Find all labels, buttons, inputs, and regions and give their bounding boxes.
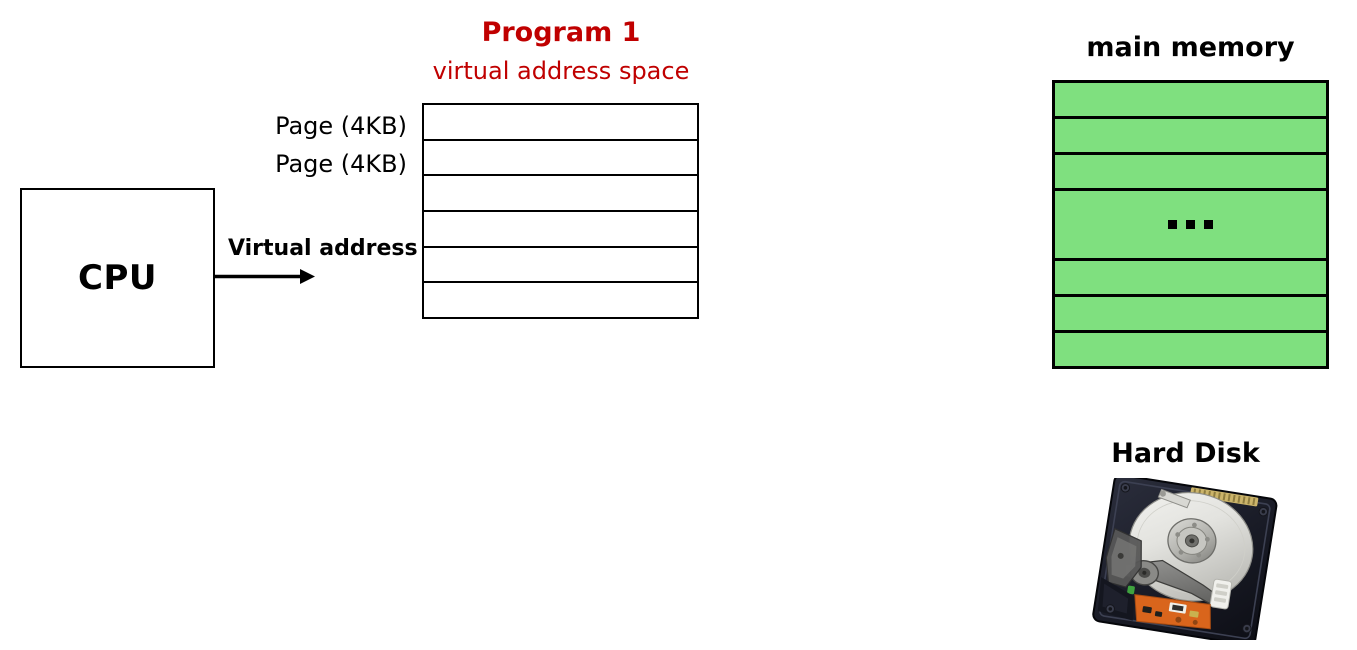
hard-disk-title: Hard Disk — [1111, 438, 1260, 469]
main-memory-box — [1052, 80, 1329, 369]
arrow-right-icon — [215, 269, 315, 284]
virtual-address-space-row — [424, 247, 697, 284]
cpu-box: CPU — [20, 188, 215, 368]
virtual-address-space-table — [422, 103, 699, 319]
virtual-address-space-row — [424, 176, 697, 213]
program-title: Program 1 — [481, 17, 641, 48]
page-size-label: Page (4KB) — [275, 112, 407, 140]
ellipsis-icon — [1168, 220, 1213, 229]
memory-frame-row-ellipsis — [1055, 191, 1326, 261]
memory-frame-row — [1055, 296, 1326, 333]
virtual-address-space-row — [424, 105, 697, 141]
hard-disk-icon — [1092, 478, 1278, 640]
memory-frame-row — [1055, 119, 1326, 156]
memory-frame-row — [1055, 155, 1326, 192]
memory-frame-row — [1055, 332, 1326, 366]
virtual-address-space-row — [424, 140, 697, 177]
memory-frame-row — [1055, 83, 1326, 120]
virtual-address-label: Virtual address — [228, 236, 418, 261]
program-subtitle: virtual address space — [432, 57, 690, 85]
cpu-label: CPU — [78, 258, 157, 298]
memory-frame-row — [1055, 260, 1326, 297]
virtual-address-space-row — [424, 212, 697, 248]
page-size-label: Page (4KB) — [275, 150, 407, 178]
main-memory-title: main memory — [1086, 32, 1295, 63]
virtual-address-space-row — [424, 283, 697, 318]
